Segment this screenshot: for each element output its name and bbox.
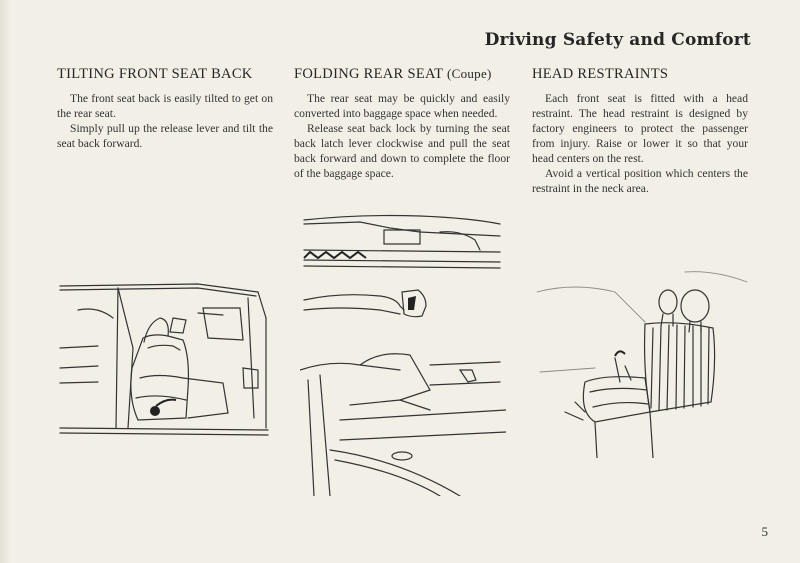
section-tilting-front-seat: TILTING FRONT SEAT BACK The front seat b… xyxy=(57,66,273,151)
section-heading: HEAD RESTRAINTS xyxy=(532,66,669,82)
head-restraint-illustration xyxy=(536,271,748,458)
section-folding-rear-seat: FOLDING REAR SEAT (Coupe) The rear seat … xyxy=(294,66,510,181)
folding-rear-seat-illustration xyxy=(300,214,506,496)
section-paragraph: Avoid a vertical position which centers … xyxy=(532,167,748,195)
section-heading-sub: (Coupe) xyxy=(446,66,492,81)
section-heading: TILTING FRONT SEAT BACK xyxy=(57,66,253,82)
section-head-restraints: HEAD RESTRAINTS Each front seat is fitte… xyxy=(532,66,748,196)
front-seat-tilt-illustration xyxy=(59,283,269,436)
section-paragraph: Simply pull up the release lever and til… xyxy=(57,122,273,150)
page-number: 5 xyxy=(761,524,769,539)
section-paragraph: Release seat back lock by turning the se… xyxy=(294,122,510,180)
section-paragraph: The front seat back is easily tilted to … xyxy=(57,92,273,120)
section-heading: FOLDING REAR SEAT (Coupe) xyxy=(294,66,492,82)
page-binding-shadow xyxy=(0,0,10,563)
page-header: Driving Safety and Comfort xyxy=(484,30,751,50)
section-paragraph: The rear seat may be quickly and easily … xyxy=(294,92,510,120)
section-paragraph: Each front seat is fitted with a head re… xyxy=(532,92,748,165)
